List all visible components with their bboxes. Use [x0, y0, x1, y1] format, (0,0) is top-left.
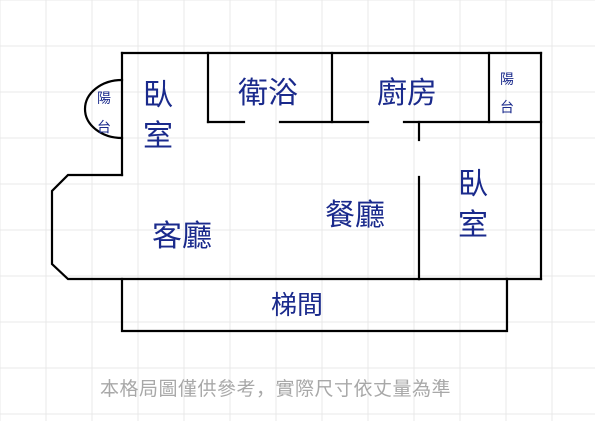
dining-room-label: 餐廳: [325, 198, 385, 233]
kitchen-label: 廚房: [377, 76, 437, 111]
bedroom-right-label: 臥: [458, 167, 488, 202]
disclaimer-text: 本格局圖僅供參考，實際尺寸依丈量為準: [100, 378, 452, 400]
bedroom-left-label-2: 室: [143, 119, 173, 154]
balcony-arc: [83, 78, 124, 140]
living-room-label: 客廳: [152, 219, 212, 254]
balcony-right-label-2: 台: [500, 100, 514, 116]
walls: [50, 51, 543, 333]
stairwell-label: 梯間: [271, 291, 323, 321]
balcony-left-label-2: 台: [97, 120, 111, 136]
bathroom-label: 衛浴: [238, 76, 298, 111]
room-labels: 臥 室 陽 台 衛浴 廚房 陽 台 臥 室 客廳 餐廳 梯間: [97, 72, 514, 321]
balcony-right-label: 陽: [500, 72, 514, 88]
bedroom-left-label: 臥: [143, 78, 173, 113]
balcony-left-label: 陽: [97, 91, 111, 107]
bedroom-right-label-2: 室: [458, 208, 488, 243]
